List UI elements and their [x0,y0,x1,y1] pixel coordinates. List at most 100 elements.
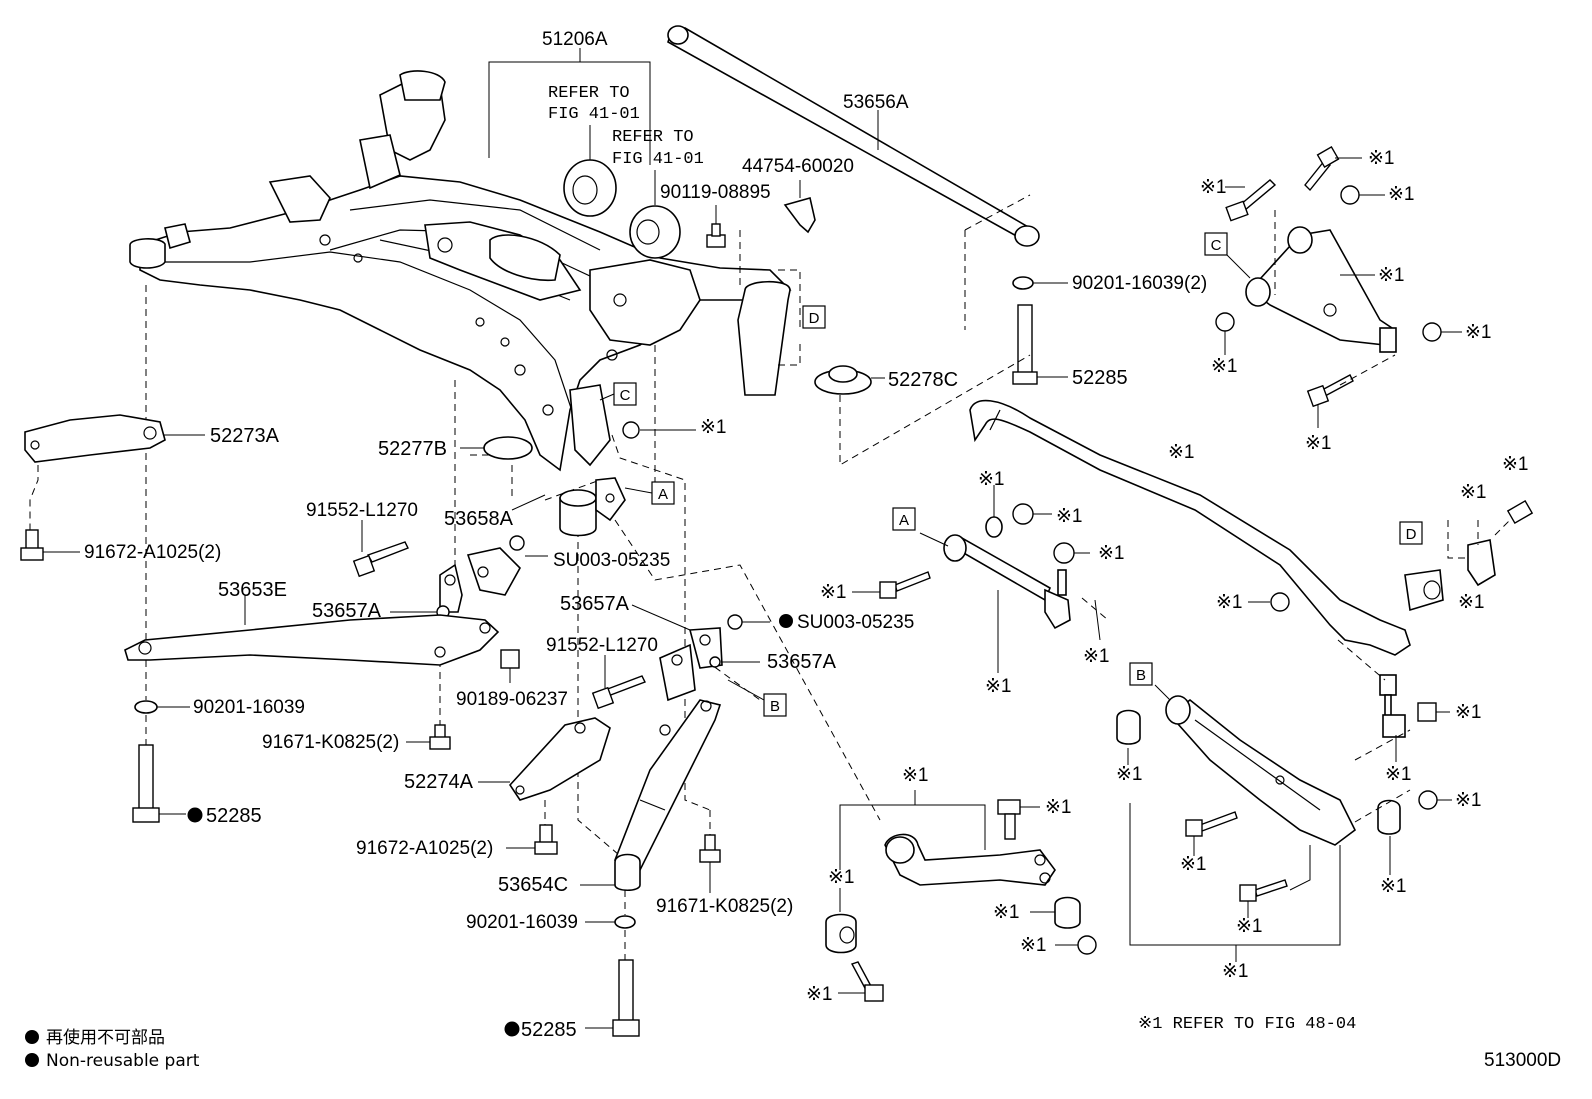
label-91671-left[interactable]: 91671-K0825(2) [262,732,399,753]
label-90189[interactable]: 90189-06237 [456,689,568,710]
ref-mark-26: ※1 [1180,854,1207,875]
nut-90189[interactable] [500,649,520,669]
label-SU003-right[interactable]: SU003-05235 [797,612,914,633]
arm-53653E[interactable] [124,614,500,666]
box-D-right[interactable]: D [1399,521,1423,545]
bolt-91552-left[interactable] [352,541,409,578]
label-53658A[interactable]: 53658A [444,508,514,530]
bolt-91671-mid[interactable] [699,834,721,863]
label-53656A[interactable]: 53656A [843,92,909,113]
upper-bushing-2[interactable] [629,205,681,259]
upper-arm-bolt-3[interactable] [1306,374,1354,408]
box-C-right[interactable]: C [1204,232,1228,256]
label-52277B[interactable]: 52277B [378,438,447,460]
toe-bolt[interactable] [879,571,931,599]
washer-90201-top[interactable] [1012,276,1034,290]
bracket-53657A-left[interactable] [439,535,525,613]
toe-washer[interactable] [985,516,1003,538]
stabilizer-bar[interactable] [969,399,1411,656]
upper-arm-bolt-1[interactable] [1225,179,1277,222]
bolt-52285-left[interactable] [132,744,160,823]
upper-bushing-1[interactable] [563,159,617,217]
upper-arm[interactable] [1245,226,1397,353]
toe-link[interactable] [943,534,1071,630]
mount-53658A[interactable] [559,477,626,537]
box-D-left[interactable]: D [802,305,826,329]
ref-mark-1: ※1 [700,417,727,438]
box-A-right[interactable]: A [892,507,916,531]
bolt-91552-mid[interactable] [591,675,646,710]
bolt-91672-mid[interactable] [534,824,558,855]
plate-52274A[interactable] [508,717,611,801]
bolt-91672-left[interactable] [20,529,44,561]
camber-bushing-1[interactable] [825,913,857,954]
box-A-left[interactable]: A [651,481,675,505]
bolt-91671-left[interactable] [429,724,451,750]
label-91552-mid[interactable]: 91552-L1270 [546,635,658,656]
rear-subframe[interactable] [129,70,792,472]
bracket-53657A-mid[interactable] [659,614,743,702]
stab-bushing[interactable] [1404,569,1444,612]
camber-arm[interactable] [884,833,1056,886]
label-90201-top[interactable]: 90201-16039(2) [1072,273,1207,294]
label-52273A[interactable]: 52273A [210,425,280,447]
bolt-90119[interactable] [706,223,726,248]
label-91672-left[interactable]: 91672-A1025(2) [84,542,221,563]
stab-bolt-small[interactable] [1506,499,1534,525]
bracket-44754[interactable] [783,197,816,234]
label-52285-bottom[interactable]: 52285 [521,1019,577,1041]
camber-bushing-2[interactable] [1054,896,1081,929]
toe-nut[interactable] [1012,503,1034,525]
legend-jp: 再使用不可部品 [46,1027,165,1048]
stab-link[interactable] [1379,674,1406,738]
lateral-rod-53656A[interactable] [667,25,1040,247]
label-90201-left[interactable]: 90201-16039 [193,697,305,718]
label-90119[interactable]: 90119-08895 [660,182,771,203]
label-53657A-mid[interactable]: 53657A [560,593,630,615]
box-C-left[interactable]: C [613,382,637,406]
bolt-52285-bottom[interactable] [612,959,640,1037]
bolt-52285-top[interactable] [1012,304,1038,385]
label-53657A-left[interactable]: 53657A [312,600,382,622]
label-90201-mid[interactable]: 90201-16039 [466,912,578,933]
stopper-52278C[interactable] [814,365,872,395]
box-B-right[interactable]: B [1129,662,1153,686]
camber-nut[interactable] [1077,935,1097,955]
stab-link-nut-1[interactable] [1417,702,1437,722]
washer-90201-mid[interactable] [614,915,636,929]
label-52285-top[interactable]: 52285 [1072,367,1128,389]
lower-arm-bolt-1[interactable] [1185,811,1238,837]
label-52285-left[interactable]: 52285 [206,805,262,827]
stab-bracket[interactable] [1467,539,1496,587]
label-53653E[interactable]: 53653E [218,579,287,601]
lower-arm-bushing-2[interactable] [1377,799,1401,835]
lower-arm[interactable] [1165,695,1357,846]
label-52274A[interactable]: 52274A [404,771,474,793]
label-91552-left[interactable]: 91552-L1270 [306,500,418,521]
washer-90201-left[interactable] [134,700,158,714]
camber-bolt-top[interactable] [997,799,1021,840]
lower-arm-bolt-2[interactable] [1239,879,1288,902]
stopper-52277B[interactable] [483,436,533,460]
upper-arm-nut-1[interactable] [1340,185,1360,205]
upper-arm-nut-2[interactable] [1215,312,1235,332]
label-53657A-right[interactable]: 53657A [767,651,837,673]
plate-52273A[interactable] [24,414,166,463]
svg-text:A: A [899,512,909,529]
label-51206A[interactable]: 51206A [542,29,608,50]
box-B-left[interactable]: B [763,693,787,717]
label-52278C[interactable]: 52278C [888,369,958,391]
label-SU003-left[interactable]: SU003-05235 [553,550,670,571]
arm-53654C[interactable] [613,699,722,892]
upper-arm-nut-3[interactable] [1422,322,1442,342]
stab-nut[interactable] [1270,592,1290,612]
lower-arm-bushing-1[interactable] [1116,709,1141,745]
label-91672-mid[interactable]: 91672-A1025(2) [356,838,493,859]
label-53654C[interactable]: 53654C [498,874,568,896]
upper-arm-bolt-2[interactable] [1304,145,1340,192]
camber-bolt-bottom[interactable] [850,961,884,1002]
toe-nut-2[interactable] [1053,542,1075,564]
label-44754[interactable]: 44754-60020 [742,156,854,177]
lower-arm-nut[interactable] [1418,790,1438,810]
label-91671-mid[interactable]: 91671-K0825(2) [656,896,793,917]
